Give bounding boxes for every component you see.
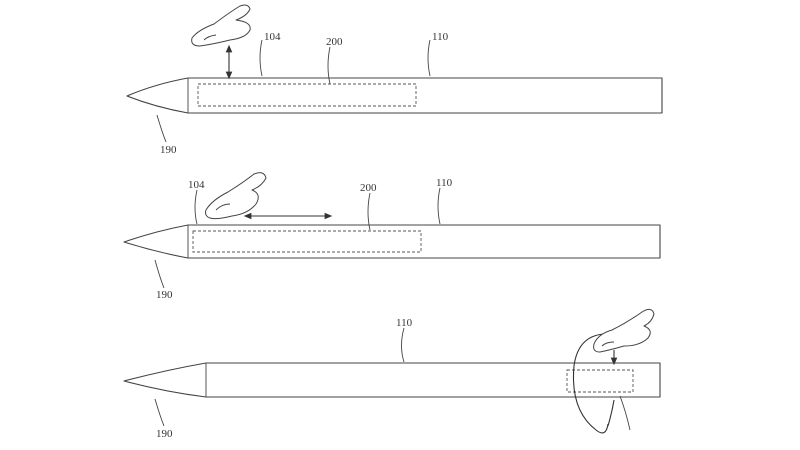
- sensor-region: [197, 83, 417, 107]
- stylus-view-tap: 104 200 110 190: [126, 4, 663, 156]
- label-stylus-body: 110: [432, 31, 449, 43]
- rotation-arrow-icon: [572, 333, 609, 434]
- label-tip: 190: [156, 428, 173, 440]
- label-contact-surface: 104: [264, 31, 281, 43]
- finger-icon: [191, 4, 251, 47]
- label-tip: 190: [160, 144, 177, 156]
- label-stylus-body: 110: [436, 177, 453, 189]
- finger-icon: [205, 172, 267, 220]
- stylus-body: [187, 224, 661, 259]
- sensor-region: [566, 369, 634, 393]
- stylus-tip: [123, 224, 189, 259]
- label-tip: 190: [156, 289, 173, 301]
- stylus-body: [187, 77, 663, 114]
- stylus-tip: [126, 77, 189, 114]
- finger-icon: [593, 308, 655, 353]
- stylus-body: [205, 362, 661, 398]
- label-contact-surface: 104: [188, 179, 205, 191]
- label-sensor-region: 200: [360, 182, 377, 194]
- stylus-view-rotate: 110 190: [123, 308, 661, 440]
- stylus-view-slide: 104 200 110 190: [123, 172, 661, 301]
- sensor-region: [192, 230, 422, 253]
- stylus-tip: [123, 362, 207, 398]
- label-stylus-body: 110: [396, 317, 413, 329]
- label-sensor-region: 200: [326, 36, 343, 48]
